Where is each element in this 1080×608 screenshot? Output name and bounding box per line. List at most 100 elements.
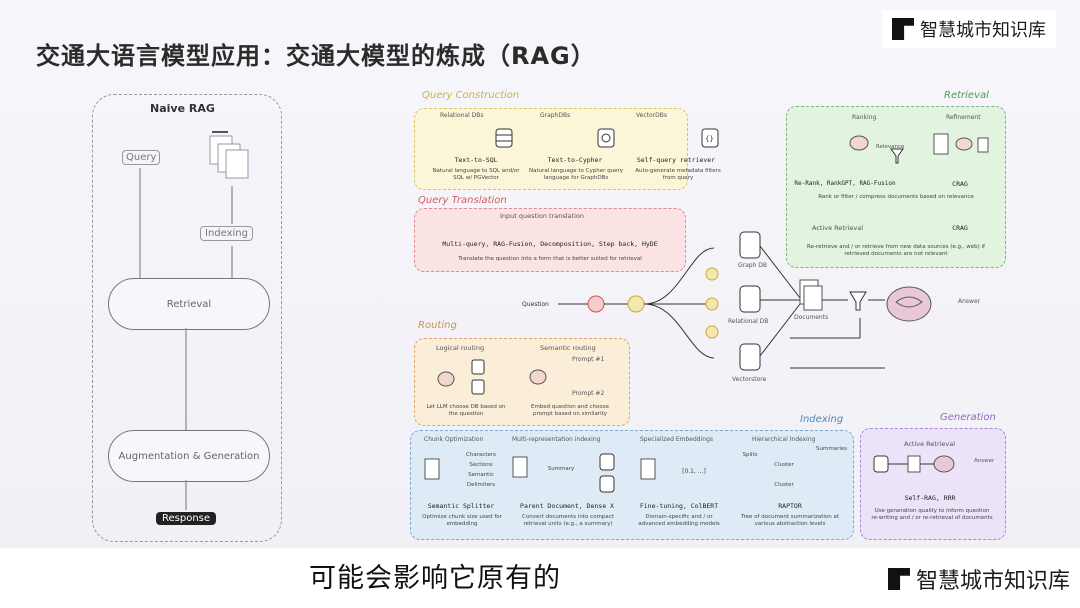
- refinement-label: Refinement: [946, 114, 981, 121]
- brain-icon: [849, 135, 869, 151]
- text-to-sql-desc: Natural language to SQL and/or SQL w/ PG…: [432, 168, 520, 181]
- graph-db-icon: [597, 128, 615, 148]
- svg-text:{}: {}: [705, 135, 714, 143]
- prompt-2: Prompt #2: [572, 390, 605, 397]
- prompt-1: Prompt #1: [572, 356, 605, 363]
- database-icon: [495, 128, 513, 148]
- summaries-label: Summaries: [816, 446, 848, 452]
- chunk-item-sections: Sections: [469, 462, 493, 468]
- cluster-1-label: Cluster: [774, 462, 794, 468]
- retrieval-pill: Retrieval: [108, 278, 270, 330]
- ranking-methods: Re-Rank, RankGPT, RAG-Fusion: [794, 180, 896, 187]
- brain-icon: [529, 369, 547, 385]
- generation-flow-icon: [873, 455, 955, 473]
- logo-text: 智慧城市知识库: [915, 569, 1070, 594]
- generation-desc: Use generation quality to inform questio…: [871, 508, 993, 521]
- brand-logo: 智慧城市知识库: [882, 10, 1056, 48]
- refinement-crag: CRAG: [952, 180, 968, 188]
- logo-mark-icon: [887, 568, 910, 590]
- vectordbs-label: VectorDBs: [636, 112, 667, 119]
- raptor: RAPTOR: [778, 502, 802, 510]
- graphdbs-label: GraphDBs: [540, 112, 571, 119]
- relevance-label: Relevance: [876, 144, 905, 150]
- query-construction-box: [414, 108, 688, 190]
- active-retrieval-desc: Re-retrieve and / or retrieve from new d…: [807, 244, 985, 257]
- chunk-item-characters: Characters: [466, 452, 497, 458]
- cluster-2-label: Cluster: [774, 482, 794, 488]
- svg-text:Question: Question: [522, 301, 549, 308]
- response-label: Response: [156, 512, 217, 525]
- naive-rag-panel: [92, 94, 282, 542]
- generation-box: [860, 428, 1006, 540]
- generation-label: Generation: [940, 412, 996, 423]
- document-icon: [424, 458, 440, 480]
- query-translation-desc: Translate the question into a form that …: [458, 256, 642, 262]
- query-translation-methods: Multi-query, RAG-Fusion, Decomposition, …: [442, 240, 658, 248]
- logo-text: 智慧城市知识库: [920, 20, 1046, 41]
- relational-db-label: Relational DB: [728, 318, 769, 325]
- center-flow: Question: [522, 231, 885, 371]
- text-to-cypher-desc: Natural language to Cypher query languag…: [528, 168, 623, 181]
- query-label: Query: [122, 150, 161, 165]
- documents-icon: [209, 131, 249, 179]
- answer-label: Answer: [958, 298, 981, 305]
- logical-routing-desc: Let LLM choose DB based on the question: [426, 404, 506, 417]
- logo-mark-icon: [892, 18, 914, 40]
- fine-tuning-colbert: Fine-tuning, ColBERT: [639, 502, 719, 510]
- document-icon: [640, 458, 656, 480]
- naive-rag-title: Naive RAG: [150, 102, 215, 115]
- summary-label: Summary: [547, 466, 575, 472]
- indexing-box: [410, 430, 854, 540]
- query-translation-label: Query Translation: [418, 195, 507, 206]
- active-crag: CRAG: [952, 224, 968, 232]
- splits-label: Splits: [742, 452, 758, 458]
- caption-subtitle: 可能会影响它原有的: [309, 563, 561, 594]
- augmentation-pill: Augmentation & Generation: [108, 430, 270, 482]
- self-rag-rrr: Self-RAG, RRR: [904, 494, 956, 502]
- generation-answer: Answer: [974, 458, 995, 464]
- semantic-routing-desc: Embed question and choose prompt based o…: [530, 404, 610, 417]
- indexing-section-label: Indexing: [800, 414, 844, 425]
- vector-db-icon: {}: [701, 128, 719, 148]
- logical-routing: Logical routing: [436, 344, 485, 352]
- slide-title: 交通大语言模型应用：交通大模型的炼成（RAG）: [36, 42, 596, 70]
- query-translation-box: [414, 208, 686, 272]
- routing-label: Routing: [418, 320, 457, 331]
- vectorstore-label: Vectorstore: [732, 376, 767, 383]
- chunk-optimization: Chunk Optimization: [424, 436, 484, 443]
- parent-document: Parent Document, Dense X: [520, 502, 614, 510]
- self-query-retriever: Self-query retriever: [636, 156, 716, 164]
- brain-icon: [886, 286, 932, 322]
- active-retrieval-label: Active Retrieval: [812, 224, 864, 232]
- graph-db-label: Graph DB: [738, 262, 768, 269]
- embed-desc: Domain-specific and / or advanced embedd…: [638, 514, 720, 527]
- retrieval-desc: Rank or filter / compress documents base…: [818, 194, 974, 200]
- semantic-splitter: Semantic Splitter: [427, 502, 495, 510]
- documents-label: Documents: [794, 314, 829, 321]
- input-question-translation: Input question translation: [500, 212, 584, 220]
- text-to-sql: Text-to-SQL: [454, 156, 498, 164]
- embedding-vector: [0.1, ...]: [682, 468, 706, 475]
- active-retrieval-gen: Active Retrieval: [904, 440, 956, 448]
- chunk-item-semantic: Semantic: [468, 472, 494, 478]
- documents-icon: [933, 133, 989, 155]
- retrieval-label: Retrieval: [944, 90, 989, 101]
- ranking-label: Ranking: [852, 114, 877, 121]
- brand-logo-bottom: 智慧城市知识库: [887, 563, 1070, 595]
- filter-icon: [890, 148, 904, 164]
- retrieval-box: [786, 106, 1006, 268]
- brain-icon: [437, 371, 455, 387]
- naive-rag-arrows: [139, 168, 233, 510]
- multi-desc: Convert documents into compact retrieval…: [522, 514, 614, 527]
- database-icon: [599, 453, 615, 493]
- relational-dbs-label: Relational DBs: [440, 112, 484, 119]
- chunk-item-delimiters: Delimiters: [466, 482, 496, 488]
- slide: 交通大语言模型应用：交通大模型的炼成（RAG） Naive RAG Query …: [0, 0, 1080, 548]
- database-icon: [471, 359, 485, 395]
- text-to-cypher: Text-to-Cypher: [547, 156, 603, 164]
- multi-representation-indexing: Multi-representation indexing: [512, 436, 601, 443]
- specialized-embeddings: Specialized Embeddings: [640, 436, 713, 443]
- hier-desc: Tree of document summarization at variou…: [740, 514, 840, 527]
- hierarchical-indexing: Hierarchical Indexing: [752, 436, 816, 443]
- document-icon: [512, 456, 528, 478]
